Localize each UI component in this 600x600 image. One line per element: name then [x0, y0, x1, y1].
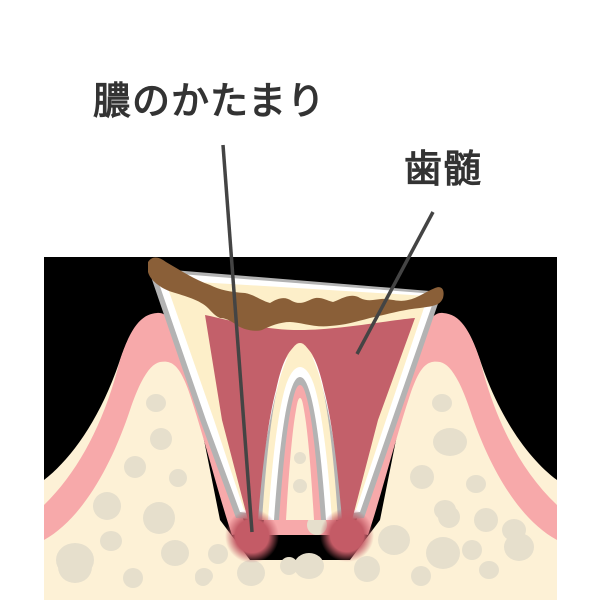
- septum-bone-spot: [293, 479, 307, 493]
- pulp-label: 歯髄: [404, 147, 483, 191]
- abscess-right: [320, 508, 374, 562]
- abscess-label: 膿のかたまり: [93, 79, 326, 123]
- gum-left: [44, 312, 248, 540]
- gum-right: [352, 312, 557, 540]
- bone: [44, 317, 557, 600]
- bone-spots: [56, 394, 534, 588]
- decay: [148, 257, 444, 331]
- abscess-leader-line: [221, 144, 254, 533]
- septum-bone-spot: [294, 452, 306, 464]
- pulp-leader-line: [355, 211, 435, 355]
- pulp-chamber: [205, 315, 415, 520]
- abscess-left: [225, 509, 279, 563]
